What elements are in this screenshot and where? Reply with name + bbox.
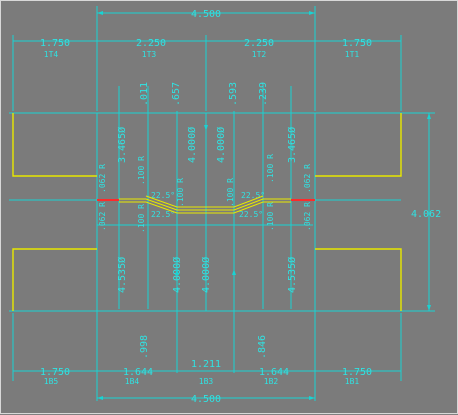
right-height-label: 4.062 [411, 209, 441, 220]
radius-100-3: .100 R [226, 178, 235, 207]
top-vert-1: .011 [139, 82, 150, 106]
bottom-seg-3-tag: 1B3 [199, 377, 214, 386]
radius-062-right-top: .062 R [303, 164, 312, 193]
bottom-overall-dimension: 4.500 [97, 394, 315, 405]
bottom-seg-4-value: 1.644 [259, 367, 289, 378]
bottom-segment-dimensions: 1.750 1B5 1.644 1B4 1.211 1B3 1.644 1B2 … [12, 313, 402, 386]
part-outline [12, 113, 402, 311]
radius-100-4: .100 R [266, 202, 275, 231]
bottom-seg-1-tag: 1B5 [44, 377, 59, 386]
angle-labels: 22.5° 22.5° 22.5° 22.5° [151, 191, 265, 219]
upper-radius-3: 4.000Ø [215, 127, 227, 163]
right-height-dimension: 4.062 [411, 113, 441, 311]
upper-radius-dimensions: 3.465Ø 4.000Ø 4.000Ø 3.465Ø [116, 119, 298, 163]
radius-100-5: .100 R [137, 204, 146, 233]
angle-2: 22.5° [151, 210, 175, 219]
top-seg-4-tag: 1T1 [345, 50, 360, 59]
bottom-vertical-dimensions: .998 .846 [139, 335, 268, 359]
angle-4: 22.5° [239, 210, 263, 219]
radius-062-right-bottom: .062 R [303, 202, 312, 231]
top-segment-dimensions: 1.750 1T4 2.250 1T3 2.250 1T2 1.750 1T1 [12, 35, 402, 111]
lower-radius-dimensions: 4.535Ø 4.000Ø 4.000Ø 4.535Ø [116, 257, 298, 293]
lower-radius-3: 4.000Ø [200, 257, 212, 293]
radius-062-left-bottom: .062 R [98, 202, 107, 231]
bottom-seg-5-value: 1.750 [342, 367, 372, 378]
bottom-overall-label: 4.500 [191, 394, 221, 405]
top-seg-2-tag: 1T3 [142, 50, 157, 59]
vertical-construction-lines [96, 86, 316, 401]
top-vert-2: .657 [171, 82, 182, 106]
angle-1: 22.5° [151, 191, 175, 200]
upper-radius-1: 3.465Ø [116, 127, 128, 163]
bottom-vert-1: .998 [139, 335, 150, 359]
top-vert-3: .593 [228, 82, 239, 106]
top-seg-3-tag: 1T2 [252, 50, 267, 59]
top-seg-1-value: 1.750 [40, 38, 70, 49]
angle-3: 22.5° [241, 191, 265, 200]
top-vertical-dimensions: .011 .657 .593 .239 [139, 82, 269, 106]
upper-radius-2: 4.000Ø [186, 127, 198, 163]
small-radius-labels: .062 R .062 R .062 R .062 R .100 R .100 … [98, 154, 312, 233]
radius-100-2: .100 R [176, 178, 185, 207]
top-seg-2-value: 2.250 [136, 38, 166, 49]
top-seg-1-tag: 1T4 [44, 50, 59, 59]
top-vert-4: .239 [258, 82, 269, 106]
lower-radius-4: 4.535Ø [286, 257, 298, 293]
top-seg-4-value: 1.750 [342, 38, 372, 49]
bottom-seg-2-tag: 1B4 [125, 377, 140, 386]
radius-100-6: .100 R [266, 154, 275, 183]
bottom-seg-3-value: 1.211 [191, 359, 221, 370]
upper-radius-4: 3.465Ø [286, 127, 298, 163]
bottom-seg-4-tag: 1B2 [264, 377, 279, 386]
bottom-seg-1-value: 1.750 [40, 367, 70, 378]
lower-radius-1: 4.535Ø [116, 257, 128, 293]
top-overall-dimension: 4.500 [96, 6, 316, 111]
top-seg-3-value: 2.250 [244, 38, 274, 49]
radius-062-left-top: .062 R [98, 164, 107, 193]
bottom-vert-2: .846 [257, 335, 268, 359]
top-overall-label: 4.500 [191, 9, 221, 20]
bottom-seg-5-tag: 1B1 [345, 377, 360, 386]
bottom-seg-2-value: 1.644 [123, 367, 153, 378]
radius-100-1: .100 R [137, 156, 146, 185]
reference-lines [9, 112, 435, 312]
